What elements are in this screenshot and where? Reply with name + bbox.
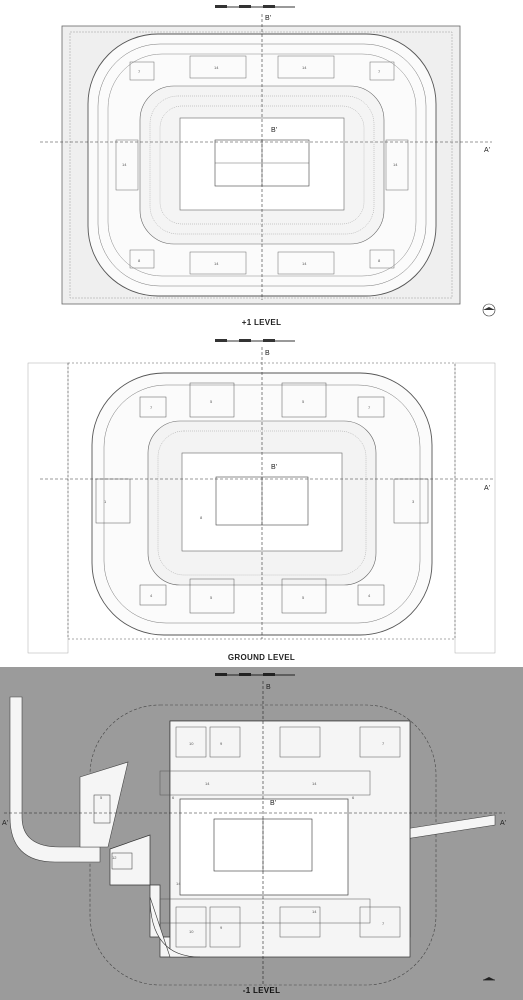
room-number: 10 xyxy=(189,929,194,934)
room-number: 5 xyxy=(302,595,305,600)
room-number: 5 xyxy=(100,795,103,800)
north-arrow-icon xyxy=(483,977,495,981)
section-label-a-right: A' xyxy=(500,820,506,827)
room-number: 4 xyxy=(368,593,371,598)
room-number: 8 xyxy=(138,258,141,263)
room-number: 9 xyxy=(220,741,223,746)
room-number: 14 xyxy=(312,781,317,786)
section-label-b-inner: B' xyxy=(271,127,277,134)
room-number: 7 xyxy=(150,405,153,410)
plan-drawing-plus1: 14 14 14 14 14 14 7 7 8 8 A' B' B' xyxy=(40,5,496,317)
section-label-b: B xyxy=(266,684,271,691)
room-number: 14 xyxy=(312,909,317,914)
plan-level-plus1: 14 14 14 14 14 14 7 7 8 8 A' B' B' +1 LE… xyxy=(0,0,523,333)
plan-drawing-minus1: 10 10 14 14 14 14 6 6 7 7 9 9 12 5 A' A'… xyxy=(2,673,506,986)
room-number: 12 xyxy=(112,855,117,860)
room-number: 8 xyxy=(200,515,203,520)
room-number: 5 xyxy=(302,399,305,404)
court-area xyxy=(179,798,349,896)
room-number: 4 xyxy=(150,593,153,598)
section-label-b-inner: B' xyxy=(270,800,276,807)
room-number: 1 xyxy=(104,499,107,504)
room-number: 6 xyxy=(352,795,355,800)
scale-bar-icon xyxy=(215,5,295,8)
room-number: 14 xyxy=(205,781,210,786)
room-number: 7 xyxy=(368,405,371,410)
access-ramp-right xyxy=(404,814,496,840)
room-number: 14 xyxy=(302,261,307,266)
room-number: 14 xyxy=(393,162,398,167)
room-number: 3 xyxy=(412,499,415,504)
room-number: 8 xyxy=(378,258,381,263)
section-label-b: B xyxy=(265,350,270,357)
room-number: 14 xyxy=(122,162,127,167)
level-title: GROUND LEVEL xyxy=(227,653,296,662)
section-label-b: B' xyxy=(265,15,271,22)
room-number: 5 xyxy=(210,595,213,600)
room-number: 7 xyxy=(138,69,141,74)
room-number: 14 xyxy=(214,261,219,266)
room-number: 14 xyxy=(176,881,181,886)
level-title: -1 LEVEL xyxy=(242,986,281,995)
scale-bar-icon xyxy=(215,673,295,676)
room-number: 14 xyxy=(302,65,307,70)
room-number: 7 xyxy=(378,69,381,74)
room-number: 7 xyxy=(382,921,385,926)
room-number: 9 xyxy=(220,925,223,930)
level-title: +1 LEVEL xyxy=(241,318,282,327)
site-boundary xyxy=(67,362,456,640)
room-number: 6 xyxy=(172,795,175,800)
scale-bar-icon xyxy=(215,339,295,342)
plan-level-minus1: 10 10 14 14 14 14 6 6 7 7 9 9 12 5 A' A'… xyxy=(0,667,523,1000)
plan-drawing-ground: 5 5 5 5 1 3 7 7 4 4 8 A' B B' xyxy=(27,339,496,654)
room-number: 10 xyxy=(189,741,194,746)
room-number: 14 xyxy=(214,65,219,70)
north-arrow-icon xyxy=(482,303,496,317)
room-number: 7 xyxy=(382,741,385,746)
plan-level-ground: 5 5 5 5 1 3 7 7 4 4 8 A' B B' GROUND LEV… xyxy=(0,333,523,667)
room-number: 5 xyxy=(210,399,213,404)
access-ramp-left xyxy=(9,696,101,863)
section-label-a: A' xyxy=(484,485,490,492)
section-label-b-inner: B' xyxy=(271,464,277,471)
section-label-a: A' xyxy=(484,147,490,154)
section-label-a-left: A' xyxy=(2,820,8,827)
